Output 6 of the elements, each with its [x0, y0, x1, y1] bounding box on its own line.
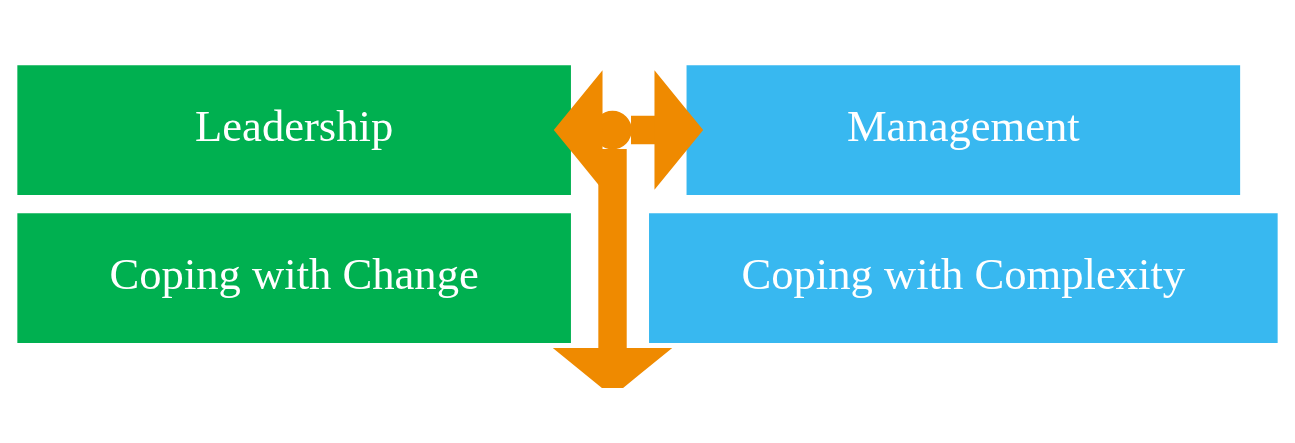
arrow — [552, 69, 673, 388]
arrow — [631, 69, 704, 190]
node-box: Coping with Change — [15, 210, 573, 345]
node-box: Management — [684, 62, 1243, 197]
node-box: Coping with Complexity — [647, 210, 1280, 345]
node-box: Leadership — [15, 62, 573, 197]
